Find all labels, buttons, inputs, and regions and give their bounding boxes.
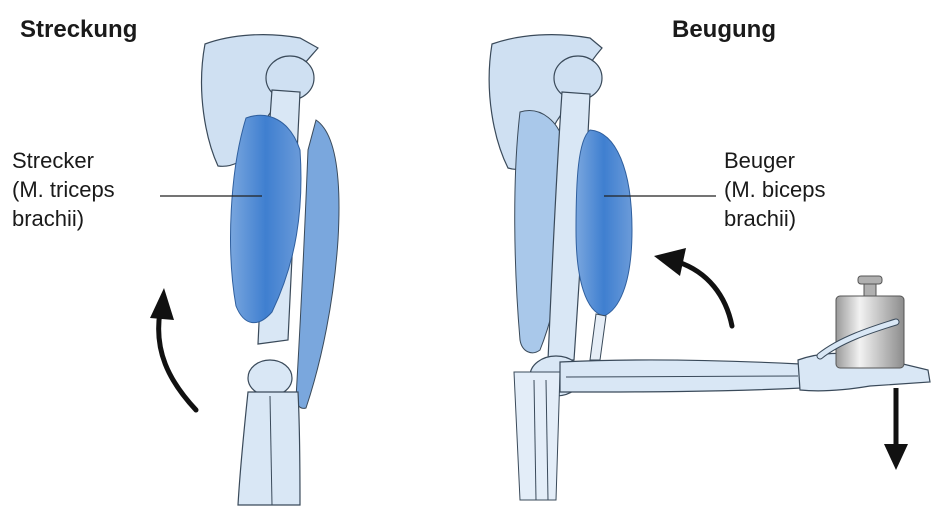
- extension-title: Streckung: [20, 16, 137, 44]
- flexor-label: Beuger (M. biceps brachii): [724, 146, 825, 233]
- extension-arrowhead: [150, 288, 174, 320]
- extension-arrow: [159, 312, 196, 410]
- weight-arrowhead: [884, 444, 908, 470]
- weight-cap: [858, 276, 882, 284]
- flexion-illustration: [489, 35, 930, 500]
- flexor-label-line-2: (M. biceps: [724, 175, 825, 204]
- flexion-title: Beugung: [672, 16, 776, 44]
- extensor-label: Strecker (M. triceps brachii): [12, 146, 115, 233]
- flexor-label-line-3: brachii): [724, 204, 825, 233]
- flexion-arrow: [678, 262, 732, 326]
- extensor-label-line-2: (M. triceps: [12, 175, 115, 204]
- flexion-arrowhead: [654, 248, 686, 276]
- front-muscle-left: [296, 120, 339, 408]
- flexor-label-line-1: Beuger: [724, 146, 825, 175]
- elbow-left: [248, 360, 292, 396]
- extensor-label-line-3: brachii): [12, 204, 115, 233]
- extensor-label-line-1: Strecker: [12, 146, 115, 175]
- biceps-muscle: [576, 130, 632, 316]
- forearm-left: [238, 392, 300, 505]
- extension-illustration: [150, 35, 339, 505]
